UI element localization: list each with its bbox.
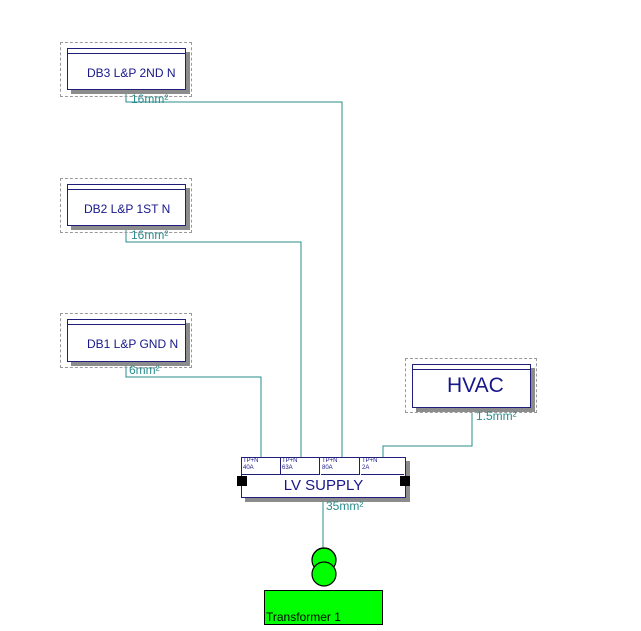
wire-db1 — [125, 364, 262, 457]
db1-frame — [60, 313, 192, 368]
way-1[interactable]: TP+N 40A — [242, 458, 281, 475]
hvac-label: HVAC — [447, 374, 504, 397]
way-3-rating: 80A — [322, 465, 333, 471]
way-4-type: TP+N — [362, 458, 378, 464]
db3-label: DB3 L&P 2ND N — [87, 66, 176, 80]
db1-box[interactable]: DB1 L&P GND N — [67, 319, 186, 362]
db1-label: DB1 L&P GND N — [87, 337, 179, 351]
hvac-box[interactable]: HVAC — [412, 364, 531, 408]
hvac-cable-size: 1.5mm² — [476, 409, 517, 423]
way-3-type: TP+N — [322, 458, 338, 464]
lv-supply-board[interactable]: TP+N 40A TP+N 63A TP+N 80A TP+N 2A LV SU… — [241, 457, 406, 498]
hvac-frame — [405, 358, 537, 413]
way-1-rating: 40A — [243, 465, 254, 471]
wire-db2 — [125, 228, 302, 457]
way-1-type: TP+N — [243, 458, 259, 464]
wire-db3 — [125, 92, 343, 457]
db2-label: DB2 L&P 1ST N — [84, 202, 171, 216]
right-terminal-icon — [400, 476, 410, 486]
way-2-rating: 63A — [282, 465, 293, 471]
way-2[interactable]: TP+N 63A — [281, 458, 320, 475]
wire-hvac — [382, 412, 473, 457]
db2-cable-size: 16mm² — [131, 228, 169, 242]
db3-cable-size: 16mm² — [131, 92, 169, 106]
way-2-type: TP+N — [282, 458, 298, 464]
db2-box[interactable]: DB2 L&P 1ST N — [67, 184, 186, 226]
lv-supply-label: LV SUPPLY — [283, 477, 364, 494]
transformer-box[interactable]: Transformer 1 — [264, 590, 383, 625]
db3-box[interactable]: DB3 L&P 2ND N — [67, 48, 186, 90]
db2-top-line — [68, 189, 185, 190]
way-4-rating: 2A — [362, 465, 370, 471]
lv-supply-cable-size: 35mm² — [326, 499, 364, 513]
db1-top-line — [68, 324, 185, 325]
way-3[interactable]: TP+N 80A — [321, 458, 360, 475]
hvac-top-line — [413, 369, 530, 370]
db2-frame — [60, 178, 192, 233]
db1-cable-size: 6mm² — [129, 363, 160, 377]
db3-top-line — [68, 53, 185, 54]
way-4[interactable]: TP+N 2A — [361, 458, 404, 475]
db3-frame — [60, 42, 192, 97]
left-terminal-icon — [237, 476, 247, 486]
transformer-label: Transformer 1 — [266, 610, 341, 624]
